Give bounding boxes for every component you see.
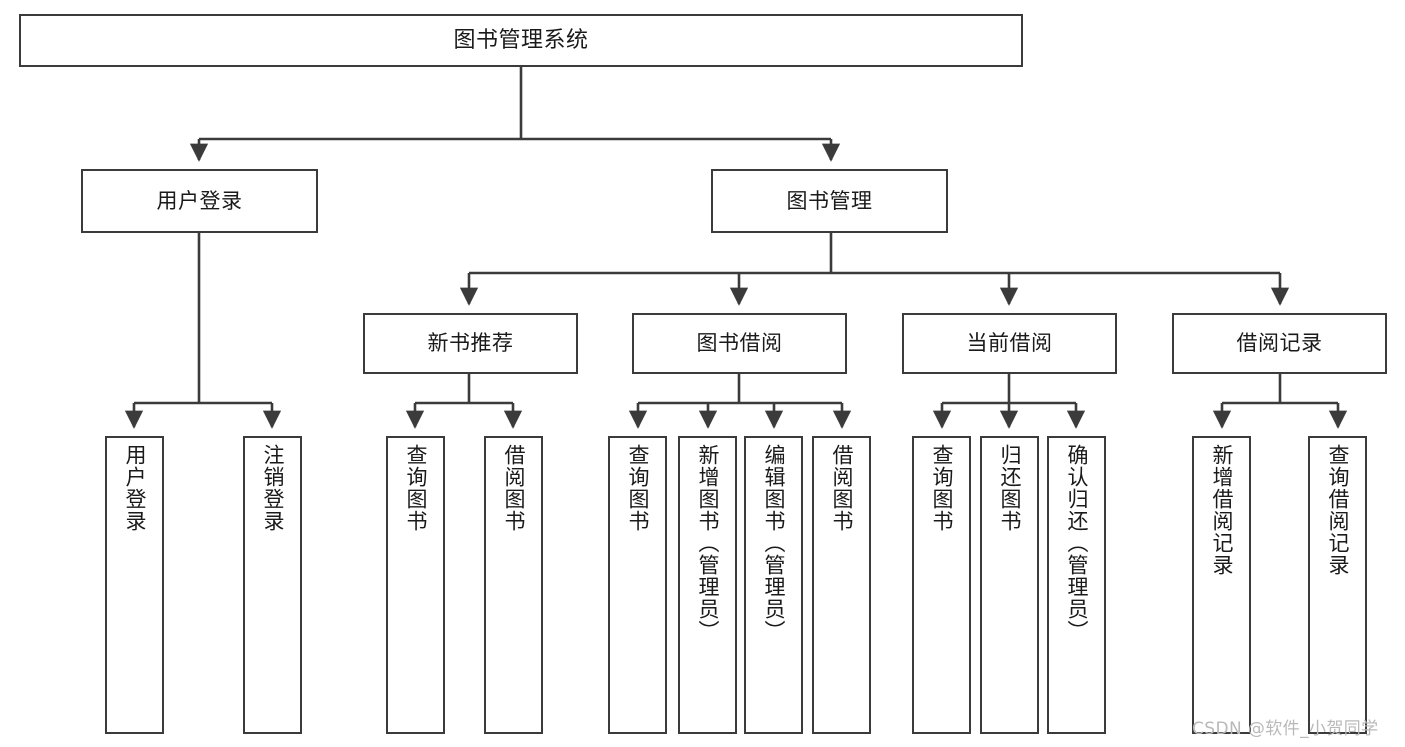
node-label: 查询借阅记录 [1326, 444, 1350, 576]
node-label: 用户登录 [123, 444, 147, 532]
node-label: 借阅图书 [502, 444, 526, 532]
leaf-newbook-borrow-book[interactable]: 借阅图书 [484, 436, 543, 734]
node-label: 注销登录 [261, 444, 285, 532]
node-user-login[interactable]: 用户登录 [81, 169, 318, 233]
node-label: 用户登录 [156, 188, 243, 213]
node-label: 新书推荐 [427, 331, 514, 356]
node-label: 查询图书 [404, 444, 428, 532]
node-label: 借阅记录 [1236, 331, 1323, 356]
node-label: 图书管理系统 [453, 27, 589, 53]
leaf-current-return-book[interactable]: 归还图书 [980, 436, 1039, 734]
leaf-current-query-book[interactable]: 查询图书 [912, 436, 971, 734]
node-label: 新增借阅记录 [1210, 444, 1234, 576]
node-label: 归还图书 [998, 444, 1022, 532]
node-label: 查询图书 [930, 444, 954, 532]
node-label: 确认归还（管理员） [1065, 444, 1089, 642]
leaf-borrow-edit-book-admin[interactable]: 编辑图书（管理员） [744, 436, 803, 734]
node-label: 借阅图书 [830, 444, 854, 532]
leaf-user-logout[interactable]: 注销登录 [243, 436, 302, 734]
leaf-newbook-query-book[interactable]: 查询图书 [386, 436, 445, 734]
node-label: 新增图书（管理员） [696, 444, 720, 642]
leaf-record-query-record[interactable]: 查询借阅记录 [1308, 436, 1367, 734]
node-borrow-record[interactable]: 借阅记录 [1172, 313, 1387, 374]
node-current-borrow[interactable]: 当前借阅 [902, 313, 1117, 374]
node-label: 编辑图书（管理员） [762, 444, 786, 642]
node-root-system[interactable]: 图书管理系统 [19, 14, 1023, 67]
node-new-book-recommend[interactable]: 新书推荐 [363, 313, 578, 374]
node-label: 当前借阅 [966, 331, 1053, 356]
leaf-borrow-query-book[interactable]: 查询图书 [608, 436, 667, 734]
leaf-record-add-record[interactable]: 新增借阅记录 [1192, 436, 1251, 734]
leaf-current-confirm-return-admin[interactable]: 确认归还（管理员） [1047, 436, 1106, 734]
node-book-management[interactable]: 图书管理 [711, 169, 948, 233]
node-label: 查询图书 [626, 444, 650, 532]
node-book-borrow[interactable]: 图书借阅 [632, 313, 847, 374]
leaf-borrow-borrow-book[interactable]: 借阅图书 [812, 436, 871, 734]
node-label: 图书借阅 [696, 331, 783, 356]
leaf-borrow-add-book-admin[interactable]: 新增图书（管理员） [678, 436, 737, 734]
node-label: 图书管理 [786, 188, 873, 213]
leaf-user-login[interactable]: 用户登录 [105, 436, 164, 734]
